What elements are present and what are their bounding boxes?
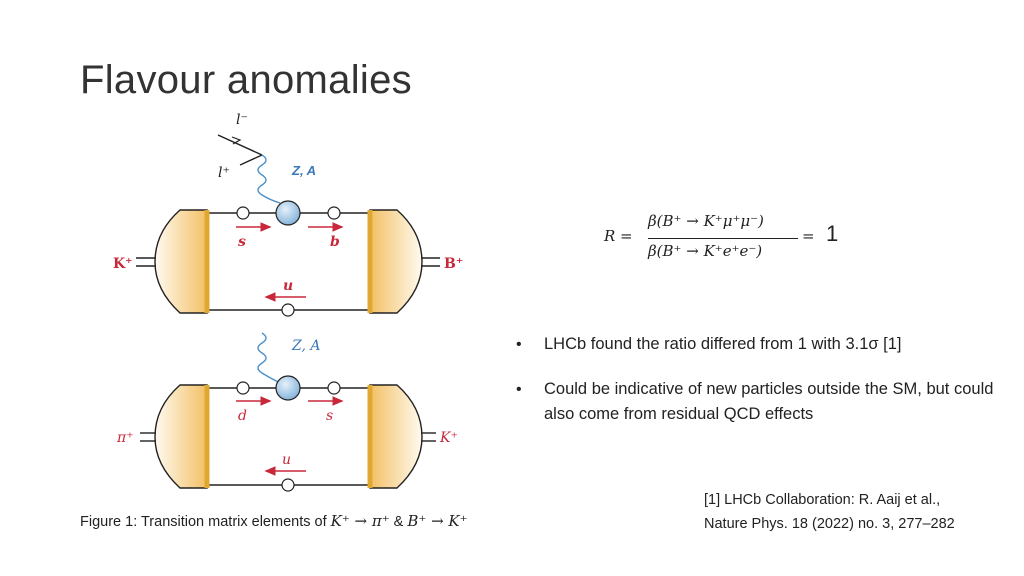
bullet-text: LHCb found the ratio differed from 1 wit… — [544, 335, 902, 353]
vertex-small — [236, 206, 250, 220]
caption-decay-2: B⁺ → K⁺ — [407, 512, 468, 530]
quark-label: b — [330, 234, 340, 250]
vertex-small — [281, 303, 295, 317]
vertex-small — [281, 478, 295, 492]
meson-blob-left — [154, 384, 208, 489]
vertex-small — [327, 381, 341, 395]
bullet-list: • LHCb found the ratio differed from 1 w… — [516, 332, 996, 447]
bullet-text: Could be indicative of new particles out… — [544, 380, 994, 423]
formula-lhs: R = — [604, 227, 633, 245]
lepton-plus-line — [239, 154, 263, 166]
ratio-formula: R = β(B⁺ → K⁺μ⁺μ⁻) β(B⁺ → K⁺e⁺e⁻) = 1 — [604, 212, 864, 266]
quark-label: u — [283, 278, 293, 294]
formula-denominator: β(B⁺ → K⁺e⁺e⁻) — [648, 242, 763, 260]
caption-decay-1: K⁺ → π⁺ — [330, 512, 390, 530]
caption-prefix: Figure 1: Transition matrix elements of — [80, 514, 331, 530]
quark-label: u — [282, 452, 291, 468]
formula-equals: = — [802, 227, 815, 245]
fraction-bar — [648, 238, 798, 239]
reference-line: [1] LHCb Collaboration: R. Aaij et al., — [704, 492, 941, 508]
diagram-top: l⁻ l⁺ Z, A K⁺ B⁺ s b u — [113, 112, 463, 317]
lepton-plus-label: l⁺ — [218, 165, 230, 181]
quark-label: s — [238, 234, 246, 250]
caption-connector: & — [389, 514, 408, 530]
meson-blob-right — [369, 209, 423, 314]
bullet-dot-icon: • — [516, 381, 522, 398]
meson-left-label: K⁺ — [113, 256, 133, 272]
feynman-diagrams: l⁻ l⁺ Z, A K⁺ B⁺ s b u — [113, 112, 463, 492]
vertex-boson — [275, 375, 301, 401]
vertex-small — [236, 381, 250, 395]
meson-right-label: B⁺ — [444, 256, 463, 272]
reference: [1] LHCb Collaboration: R. Aaij et al., … — [704, 488, 955, 536]
meson-blob-right — [369, 384, 423, 489]
quark-label: d — [238, 408, 247, 424]
boson-wavy-line — [257, 154, 281, 204]
formula-value: 1 — [826, 221, 839, 246]
vertex-small — [327, 206, 341, 220]
quark-label: s — [326, 408, 333, 424]
bullet-item: • Could be indicative of new particles o… — [516, 377, 996, 427]
bullet-item: • LHCb found the ratio differed from 1 w… — [516, 332, 996, 357]
boson-label: Z, A — [291, 163, 316, 178]
page-title: Flavour anomalies — [80, 58, 412, 102]
figure-caption: Figure 1: Transition matrix elements of … — [80, 512, 468, 530]
meson-right-label: K⁺ — [439, 430, 458, 446]
lepton-minus-line — [217, 134, 263, 156]
formula-numerator: β(B⁺ → K⁺μ⁺μ⁻) — [648, 212, 764, 230]
meson-left-label: π⁺ — [116, 430, 134, 446]
boson-label: Z, A — [291, 338, 321, 354]
diagram-bottom: Z, A π⁺ K⁺ d s u — [116, 332, 458, 492]
bullet-dot-icon: • — [516, 336, 522, 353]
meson-blob-left — [154, 209, 208, 314]
lepton-minus-label: l⁻ — [236, 112, 248, 128]
reference-line: Nature Phys. 18 (2022) no. 3, 277–282 — [704, 516, 955, 532]
boson-wavy-line — [257, 332, 285, 386]
vertex-boson — [275, 200, 301, 226]
